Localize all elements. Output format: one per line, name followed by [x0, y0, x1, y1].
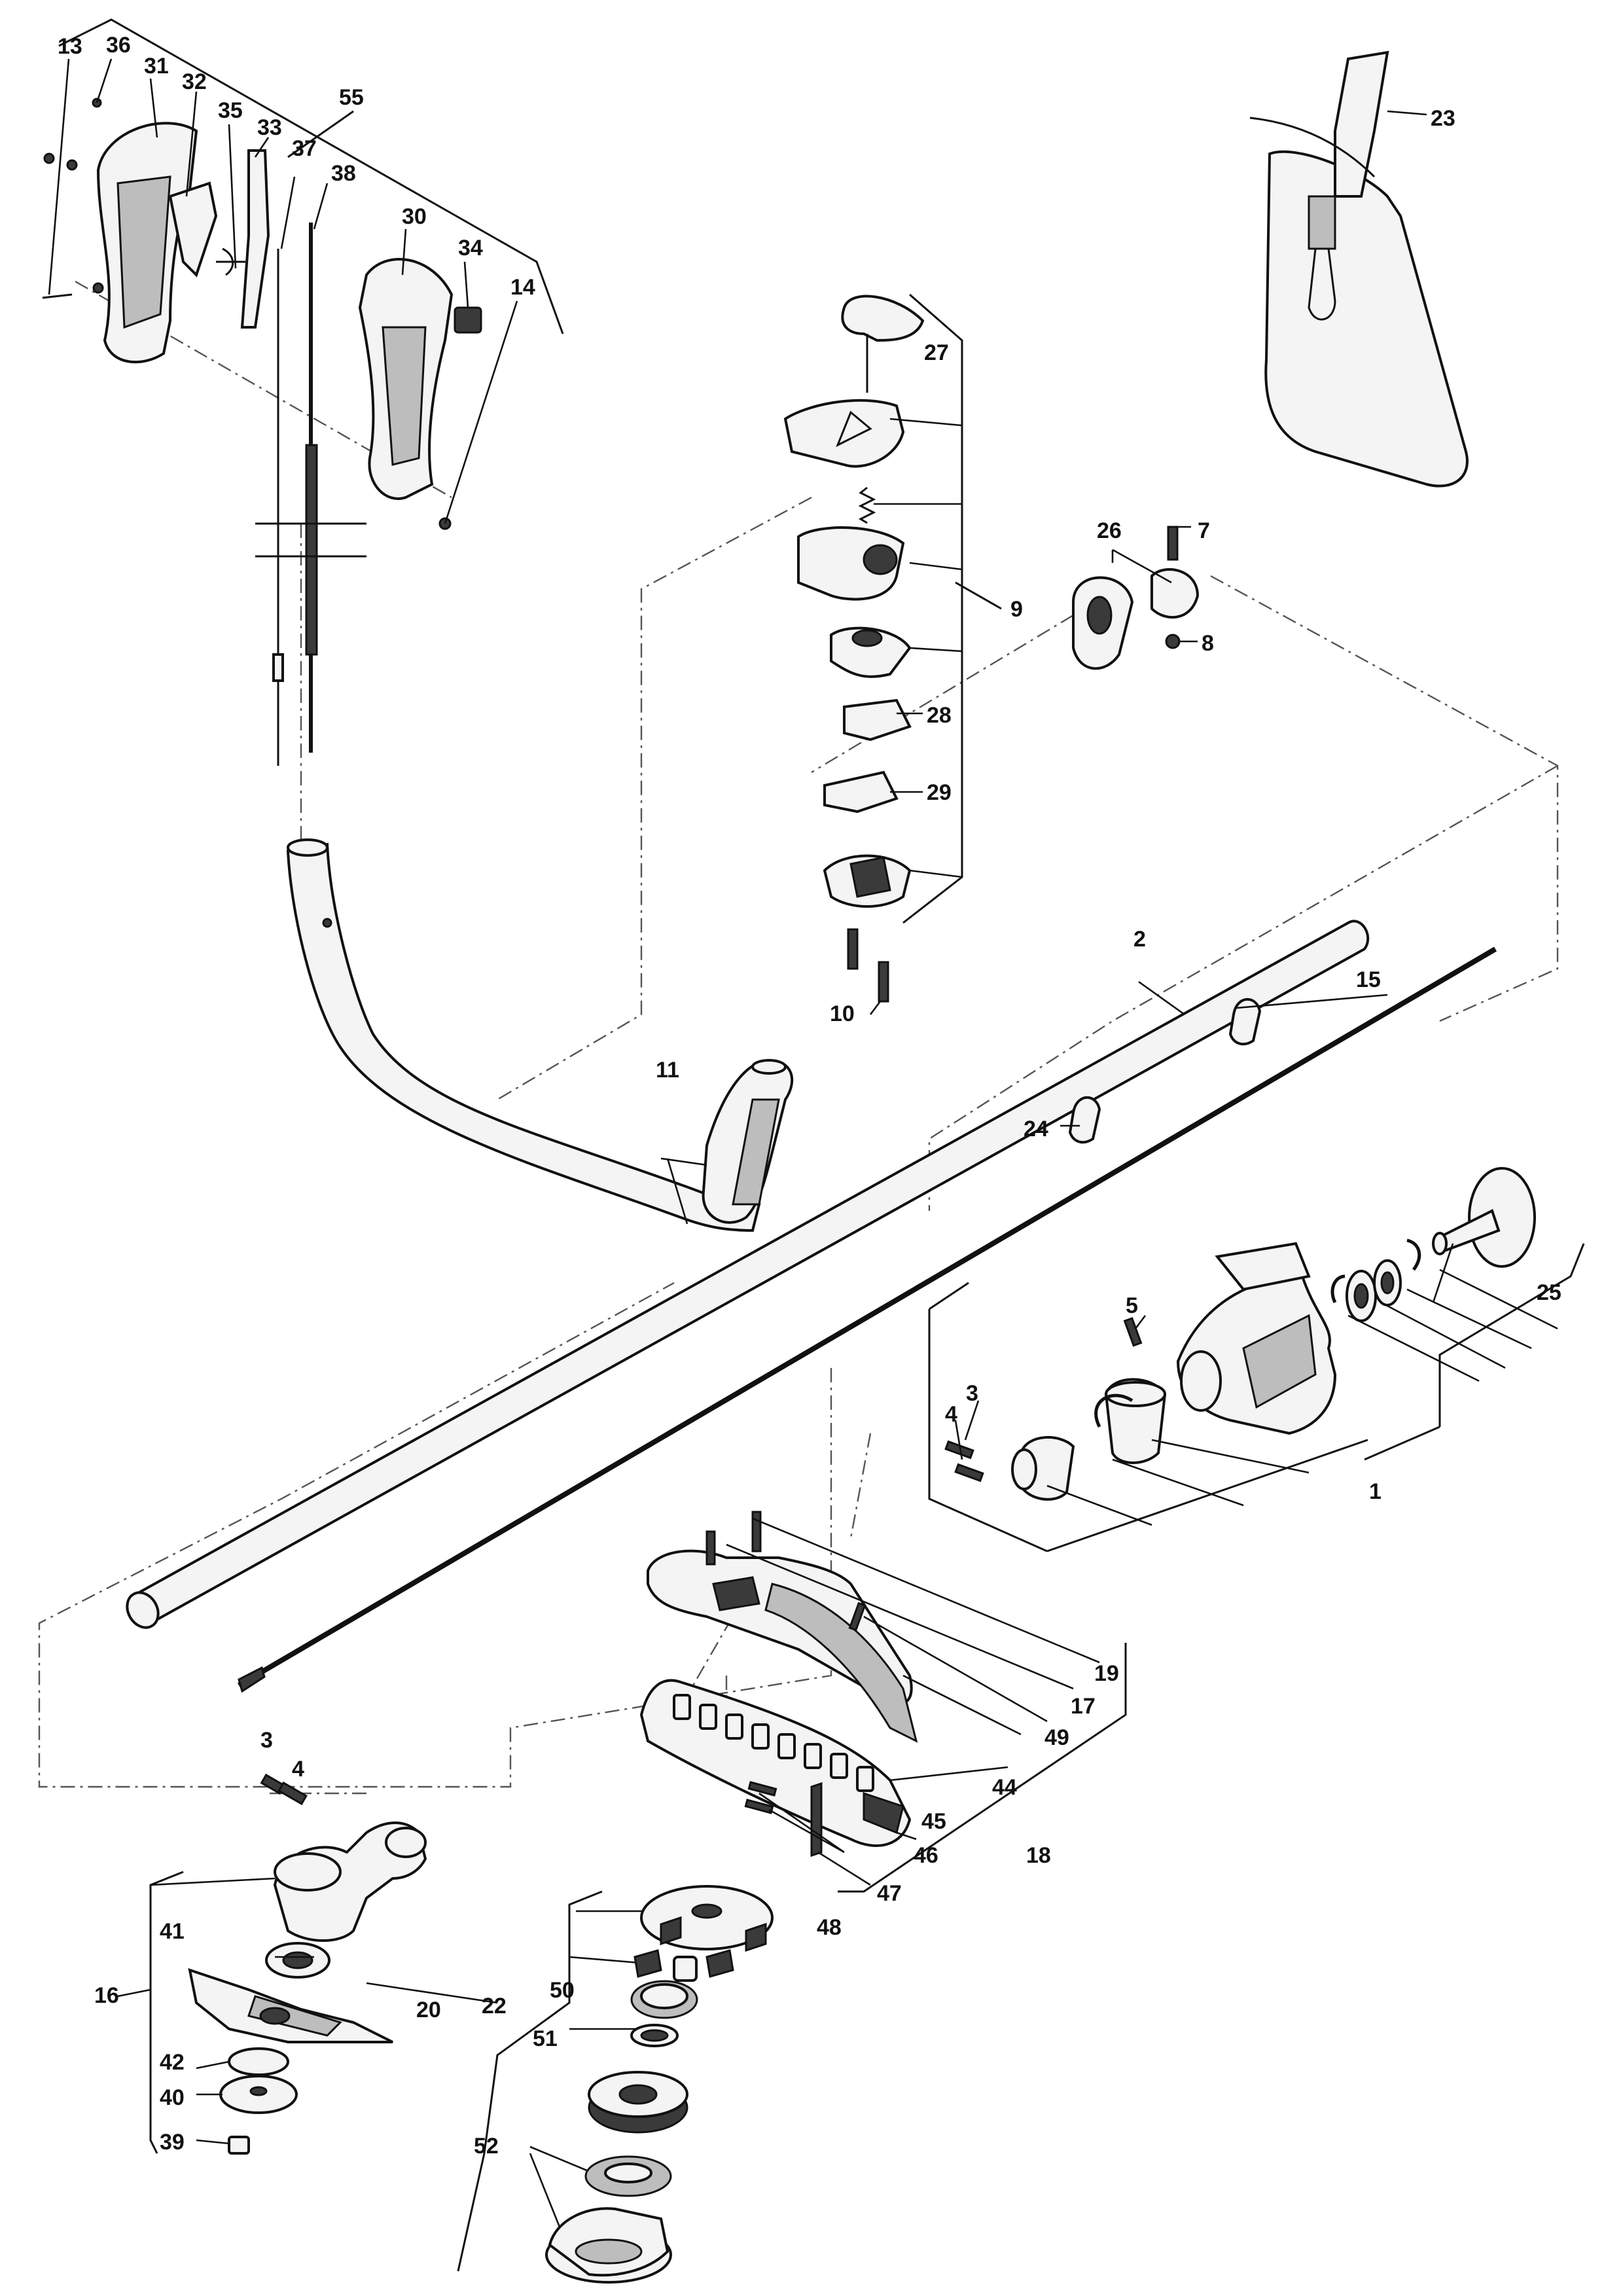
label-5: 5 — [1126, 1293, 1138, 1318]
clamp-insert-lower — [823, 770, 899, 814]
label-50: 50 — [550, 1978, 575, 2003]
coupling-group — [928, 1167, 1585, 1552]
gearhead-blade-group — [117, 1773, 498, 2155]
part-labels: 13 36 31 32 35 33 37 55 38 30 34 14 23 2… — [58, 33, 1561, 2159]
label-31: 31 — [144, 54, 169, 79]
label-35: 35 — [218, 98, 243, 123]
clamp-top-plate — [783, 399, 905, 468]
head-bushing — [673, 1956, 698, 1982]
shaft-clip-lower — [1068, 1096, 1101, 1144]
label-52: 52 — [474, 2134, 499, 2159]
label-34: 34 — [458, 236, 483, 260]
label-42: 42 — [160, 2050, 185, 2075]
clamp-nut — [1165, 634, 1181, 649]
label-4-gearhead: 4 — [292, 1757, 304, 1782]
handle-bar-group — [286, 838, 794, 1232]
label-39: 39 — [160, 2130, 185, 2155]
label-3-gearhead: 3 — [260, 1728, 273, 1753]
label-10: 10 — [830, 1001, 855, 1026]
leader-lines — [48, 58, 1454, 1460]
circlip — [1094, 1393, 1133, 1428]
label-48: 48 — [817, 1915, 842, 1940]
drive-shaft — [237, 946, 1497, 1688]
label-55: 55 — [339, 85, 364, 110]
label-25: 25 — [1537, 1280, 1561, 1305]
label-2: 2 — [1133, 927, 1146, 952]
handle-bar-tube — [286, 842, 761, 1232]
lockout-lever — [240, 149, 270, 329]
label-44: 44 — [992, 1775, 1017, 1800]
line-eyelet-left — [633, 1949, 662, 1978]
harness-group — [1249, 50, 1469, 488]
label-24: 24 — [1024, 1117, 1048, 1141]
clamp-spring — [858, 486, 876, 524]
clamp-screw-left — [847, 928, 859, 970]
harness-pad — [1264, 150, 1469, 488]
label-49: 49 — [1044, 1725, 1069, 1750]
label-8: 8 — [1202, 631, 1214, 656]
handle-clamp-group — [783, 293, 1002, 1015]
trimmer-head-group — [457, 1885, 774, 2284]
label-3-coupling: 3 — [966, 1381, 978, 1406]
harness-clamp-group — [1072, 526, 1200, 670]
label-13: 13 — [58, 34, 82, 59]
label-4-coupling: 4 — [945, 1402, 957, 1427]
line-eyelet-right — [705, 1949, 734, 1978]
label-17: 17 — [1071, 1694, 1096, 1719]
main-tube-group — [126, 920, 1497, 1693]
label-14: 14 — [510, 275, 535, 300]
blade-nut — [228, 2136, 250, 2155]
screws-handle — [42, 98, 104, 299]
label-23: 23 — [1431, 106, 1455, 131]
label-46: 46 — [914, 1843, 938, 1868]
label-27: 27 — [924, 340, 949, 365]
label-20: 20 — [416, 1998, 441, 2022]
label-47: 47 — [877, 1881, 902, 1906]
label-33: 33 — [257, 115, 282, 140]
harness-clamp-ring — [1150, 568, 1200, 619]
main-tube — [129, 920, 1370, 1625]
label-9: 9 — [1010, 597, 1023, 622]
label-32: 32 — [182, 69, 207, 94]
blade-washer — [228, 2047, 289, 2076]
cutting-blade — [188, 1968, 393, 2043]
clutch-drum — [1468, 1167, 1536, 1268]
shaft-clip-upper — [1228, 997, 1262, 1046]
label-37: 37 — [292, 136, 317, 161]
label-22: 22 — [482, 1994, 507, 2018]
label-38: 38 — [331, 161, 356, 186]
harness-strap — [1334, 50, 1389, 198]
label-15: 15 — [1356, 967, 1381, 992]
clamp-knob — [841, 295, 925, 342]
label-40: 40 — [160, 2085, 185, 2110]
label-41: 41 — [160, 1919, 185, 1944]
label-19: 19 — [1094, 1661, 1119, 1686]
label-7: 7 — [1198, 518, 1210, 543]
label-16: 16 — [94, 1983, 119, 2008]
guard-group — [639, 1511, 1127, 1893]
label-26: 26 — [1097, 518, 1122, 543]
clamp-screw-right — [878, 961, 889, 1003]
throttle-trigger — [168, 181, 218, 278]
line-cutter-blade — [810, 1782, 823, 1857]
label-29: 29 — [927, 780, 952, 805]
label-51: 51 — [533, 2026, 558, 2051]
label-18: 18 — [1026, 1843, 1051, 1868]
label-1: 1 — [1369, 1479, 1382, 1504]
label-11: 11 — [656, 1058, 679, 1083]
label-28: 28 — [927, 703, 952, 728]
clamp-insert-upper — [843, 698, 912, 742]
label-45: 45 — [921, 1809, 946, 1834]
throttle-handle-group — [42, 18, 564, 766]
stop-switch — [454, 306, 482, 334]
label-30: 30 — [402, 204, 427, 229]
coupling-inner — [1020, 1436, 1075, 1501]
guard-vents — [673, 1694, 874, 1792]
label-36: 36 — [106, 33, 131, 58]
